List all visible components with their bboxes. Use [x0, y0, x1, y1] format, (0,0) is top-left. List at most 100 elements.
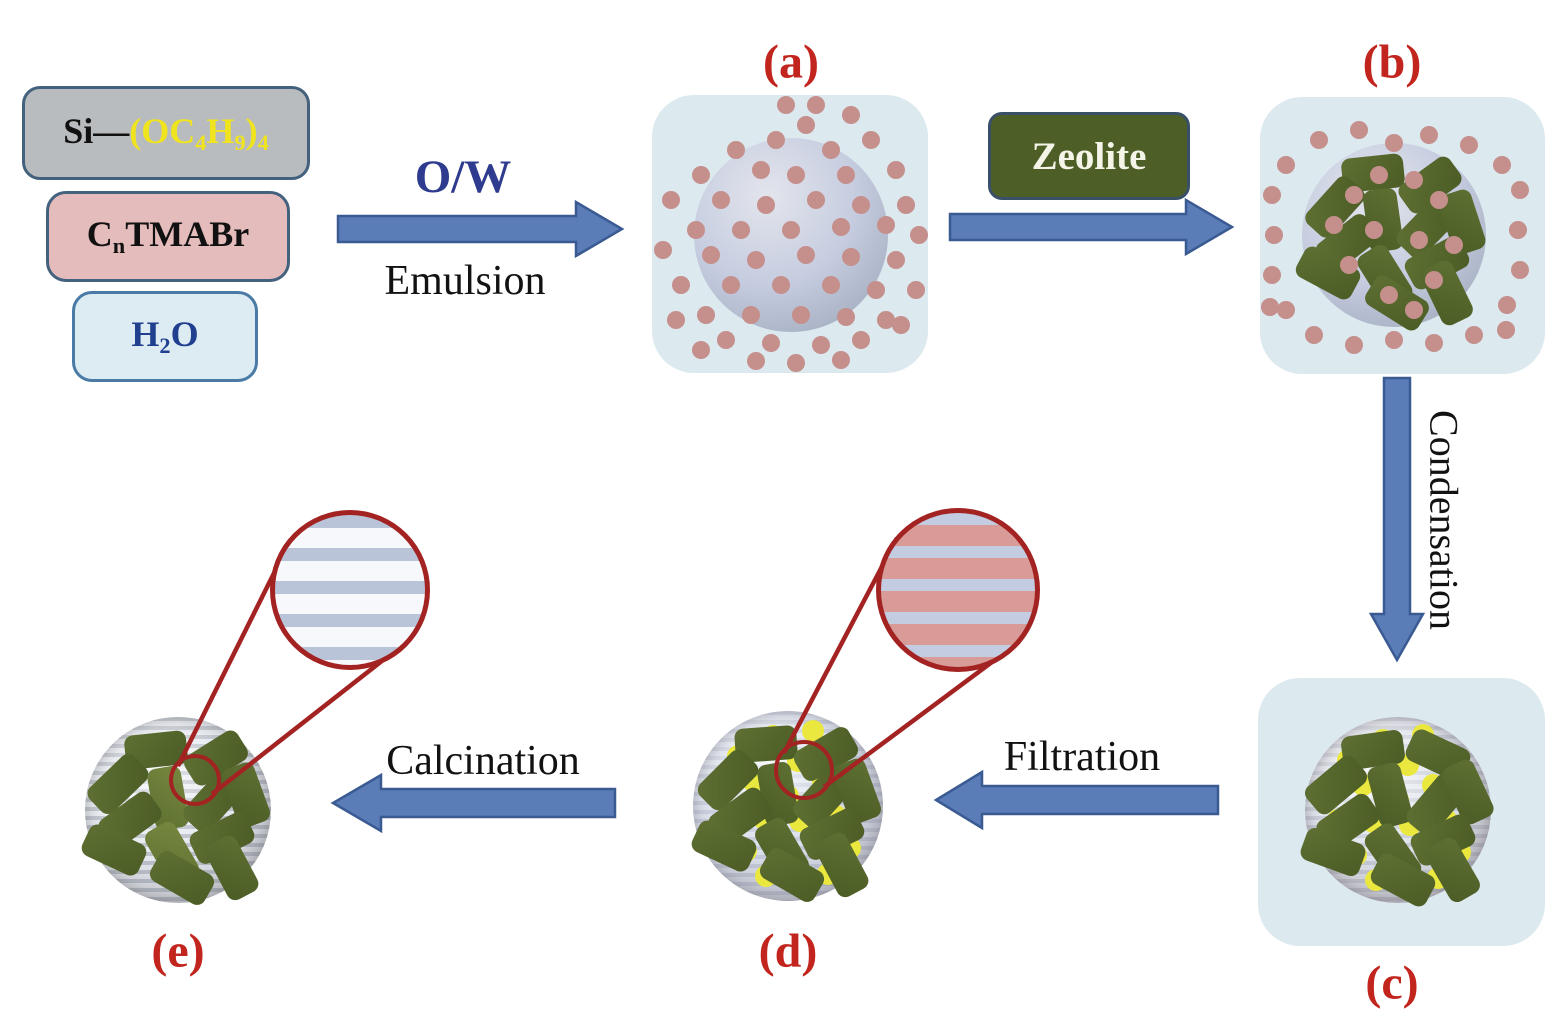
pink-dot	[1405, 171, 1423, 189]
pink-dot	[887, 161, 905, 179]
formula-segment: )	[245, 110, 258, 151]
pink-dot	[672, 276, 690, 294]
formula-segment: 9	[234, 130, 246, 156]
pink-dot	[1420, 126, 1438, 144]
pink-dot	[732, 221, 750, 239]
pink-dot	[832, 351, 850, 369]
pink-dot	[1265, 226, 1283, 244]
pink-dot	[867, 281, 885, 299]
pink-dot	[1385, 331, 1403, 349]
pink-dot	[907, 281, 925, 299]
pink-dot	[1497, 321, 1515, 339]
pink-dot	[772, 276, 790, 294]
pink-dot	[797, 246, 815, 264]
pink-dot	[727, 141, 745, 159]
pink-dot	[807, 96, 825, 114]
formula-segment: 4	[195, 130, 207, 156]
pink-dot	[1340, 256, 1358, 274]
pink-dot	[837, 166, 855, 184]
pink-dot	[717, 331, 735, 349]
figure-label-e: (e)	[151, 924, 205, 978]
figure-label-c: (c)	[1365, 956, 1419, 1010]
pink-dot	[697, 306, 715, 324]
pink-dot	[687, 221, 705, 239]
pink-dot	[842, 106, 860, 124]
pink-dot	[752, 161, 770, 179]
pink-dot	[1370, 166, 1388, 184]
formula-segment: 2	[159, 333, 171, 359]
pink-dot	[1345, 336, 1363, 354]
figure-label-d: (d)	[758, 924, 818, 978]
pink-dot	[822, 276, 840, 294]
pink-dot	[1509, 221, 1527, 239]
formula-segment: TMABr	[125, 214, 250, 255]
pink-dot	[837, 308, 855, 326]
filtration-label: Filtration	[1003, 734, 1161, 780]
pink-dot	[832, 218, 850, 236]
emulsion-label: Emulsion	[384, 258, 546, 304]
formula-segment: n	[112, 233, 126, 259]
pink-dot	[762, 334, 780, 352]
pink-dot	[1350, 121, 1368, 139]
pink-dot	[852, 196, 870, 214]
pink-dot	[797, 116, 815, 134]
magnifier-circle-striped-pink	[876, 508, 1040, 672]
condensation-label: Condensation	[1421, 410, 1467, 630]
pink-dot	[1263, 266, 1281, 284]
pink-dot	[1425, 334, 1443, 352]
pink-dot	[1310, 131, 1328, 149]
pink-dot	[787, 354, 805, 372]
pink-dot	[1277, 156, 1295, 174]
pink-dot	[1385, 134, 1403, 152]
condensation-arrow	[1368, 376, 1426, 663]
pink-dot	[757, 196, 775, 214]
ow-label: O/W	[414, 151, 512, 203]
pink-dot	[1405, 301, 1423, 319]
pink-dot	[1511, 181, 1529, 199]
formula-si-obutoxide: Si—(OC4H9)4	[63, 110, 269, 156]
pink-dot	[692, 341, 710, 359]
pink-dot	[897, 196, 915, 214]
pink-dot	[1277, 301, 1295, 319]
formula-h2o: H2O	[131, 313, 198, 359]
pink-dot	[892, 316, 910, 334]
calcination-label: Calcination	[386, 738, 580, 784]
pink-dot	[702, 246, 720, 264]
pink-dot	[1498, 296, 1516, 314]
pink-dot	[887, 251, 905, 269]
pink-dot	[1425, 271, 1443, 289]
pink-dot	[692, 166, 710, 184]
pink-dot	[807, 191, 825, 209]
formula-cntmabr: CnTMABr	[87, 213, 249, 259]
magnifier-circle-striped-blue	[270, 510, 430, 670]
pink-dot	[910, 226, 928, 244]
formula-segment: H	[206, 110, 235, 151]
figure-label-a: (a)	[763, 35, 819, 89]
pink-dot	[1410, 231, 1428, 249]
pink-dot	[722, 276, 740, 294]
emulsion-arrow	[336, 199, 625, 259]
pink-dot	[667, 311, 685, 329]
reagent-box-water: H2O	[72, 291, 258, 382]
reagent-box-silicon-butoxide: Si—(OC4H9)4	[22, 86, 310, 180]
pink-dot	[777, 96, 795, 114]
pink-dot	[1493, 156, 1511, 174]
magnifier-target-ring	[169, 754, 221, 806]
pink-dot	[742, 306, 760, 324]
pink-dot	[877, 311, 895, 329]
magnifier-target-ring	[774, 740, 834, 800]
formula-segment: C	[86, 214, 113, 255]
pink-dot	[1261, 298, 1279, 316]
formula-segment: H	[131, 314, 160, 355]
formula-segment: Si—	[63, 110, 130, 151]
pink-dot	[1511, 261, 1529, 279]
pink-dot	[662, 191, 680, 209]
figure-label-b: (b)	[1362, 35, 1422, 89]
pink-dot	[1460, 136, 1478, 154]
pink-dot	[782, 221, 800, 239]
pink-dot	[852, 331, 870, 349]
pink-dot	[877, 216, 895, 234]
pink-dot	[787, 166, 805, 184]
pink-dot	[812, 336, 830, 354]
